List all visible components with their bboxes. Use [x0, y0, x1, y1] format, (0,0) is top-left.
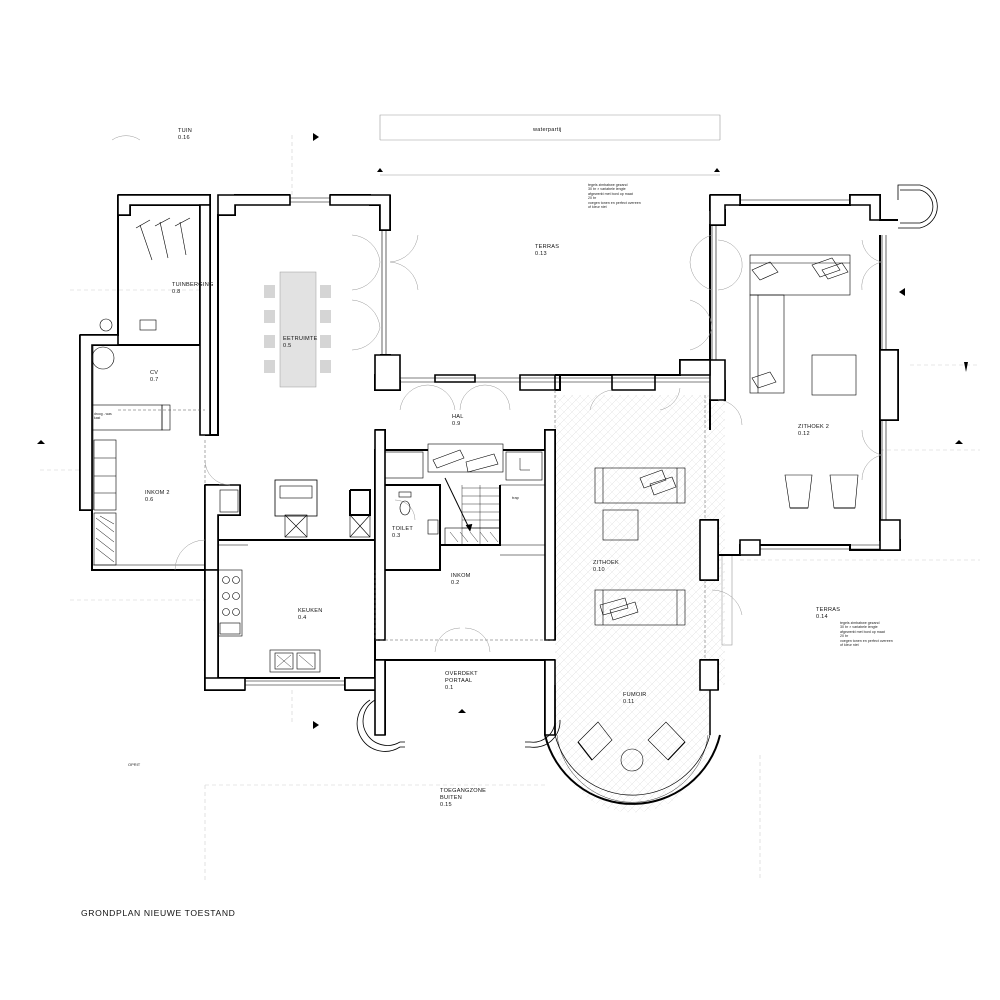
room-number: 0.2	[451, 580, 460, 586]
room-name: INKOM	[451, 573, 471, 579]
room-name: TUIN	[178, 128, 193, 134]
porch-bays	[356, 184, 938, 752]
zithoek-floor	[555, 395, 725, 685]
droog-kast-label: droog - was kast	[94, 412, 112, 421]
room-number: 0.12	[798, 431, 810, 437]
room-name: EETRUIMTE	[283, 336, 318, 342]
room-number: 0.13	[535, 251, 547, 257]
room-label-inkom2: INKOM 2 0.6	[145, 490, 170, 504]
room-number: 0.5	[283, 343, 292, 349]
room-name: TERRAS	[535, 244, 560, 250]
room-label-hal: HAL 0.9	[452, 414, 464, 428]
room-name: TUINBERGING	[172, 282, 214, 288]
site-lines	[40, 135, 980, 880]
zithoek-furniture	[594, 467, 686, 626]
room-name: KEUKEN	[298, 608, 323, 614]
zithoek2-furniture	[749, 254, 859, 509]
room-number: 0.15	[440, 802, 452, 808]
room-number: 0.4	[298, 615, 307, 621]
room-name: INKOM 2	[145, 490, 170, 496]
room-label-inkom: INKOM 0.2	[451, 573, 471, 587]
terras-note-top: tegels zimbabwe gezand 30 br × variabele…	[588, 183, 641, 210]
glazing	[92, 197, 887, 686]
kitchen-fixtures	[217, 479, 371, 673]
toilet-stair	[384, 443, 545, 556]
room-name: ZITHOEK	[593, 560, 619, 566]
terras-note-right: tegels zimbabwe gezand 30 br × variabele…	[840, 621, 893, 648]
room-label-zithoek2: ZITHOEK 2 0.12	[798, 424, 829, 438]
trap-label: trap	[512, 495, 519, 500]
room-number: 0.6	[145, 497, 154, 503]
room-label-zithoek: ZITHOEK 0.10	[593, 560, 619, 574]
room-label-toilet: TOILET 0.3	[392, 526, 413, 540]
room-number: 0.11	[623, 699, 635, 705]
fumoir-furniture	[577, 721, 686, 772]
room-number: 0.9	[452, 421, 461, 427]
room-label-eetruimte: EETRUIMTE 0.5	[283, 336, 318, 350]
room-number: 0.16	[178, 135, 190, 141]
dining-table	[264, 271, 331, 388]
room-number: 0.3	[392, 533, 401, 539]
room-name: TERRAS	[816, 607, 841, 613]
room-name: OVERDEKT PORTAAL	[445, 671, 478, 684]
oprit-label: OPRIT	[128, 762, 141, 767]
room-name: FUMOIR	[623, 692, 647, 698]
door-swings	[111, 135, 883, 653]
inkom2-kast	[93, 439, 117, 566]
wall-fills	[79, 194, 901, 736]
plan-title: GRONDPLAN NIEUWE TOESTAND	[81, 908, 236, 918]
room-number: 0.10	[593, 567, 605, 573]
room-label-fumoir: FUMOIR 0.11	[623, 692, 647, 706]
room-label-toegang: TOEGANGZONE BUITEN 0.15	[440, 788, 498, 809]
cv-equipment	[91, 346, 171, 431]
room-label-tuinberging: TUINBERGING 0.8	[172, 282, 214, 296]
room-label-overdekt: OVERDEKT PORTAAL 0.1	[445, 671, 505, 692]
room-label-cv: CV 0.7	[150, 370, 159, 384]
room-name: TOEGANGZONE BUITEN	[440, 788, 487, 801]
room-label-tuin: TUIN 0.16	[178, 128, 192, 142]
waterpartij-label: waterpartij	[533, 127, 562, 133]
room-name: TOILET	[392, 526, 413, 532]
room-label-terras13: TERRAS 0.13	[535, 244, 559, 258]
garden-tools	[99, 217, 191, 332]
room-label-terras14: TERRAS 0.14	[816, 607, 840, 621]
room-number: 0.1	[445, 685, 454, 691]
room-number: 0.8	[172, 289, 181, 295]
room-number: 0.14	[816, 614, 828, 620]
room-label-keuken: KEUKEN 0.4	[298, 608, 323, 622]
section-markers	[37, 133, 968, 729]
room-name: ZITHOEK 2	[798, 424, 830, 430]
room-name: CV	[150, 370, 159, 376]
room-number: 0.7	[150, 377, 159, 383]
room-name: HAL	[452, 414, 464, 420]
